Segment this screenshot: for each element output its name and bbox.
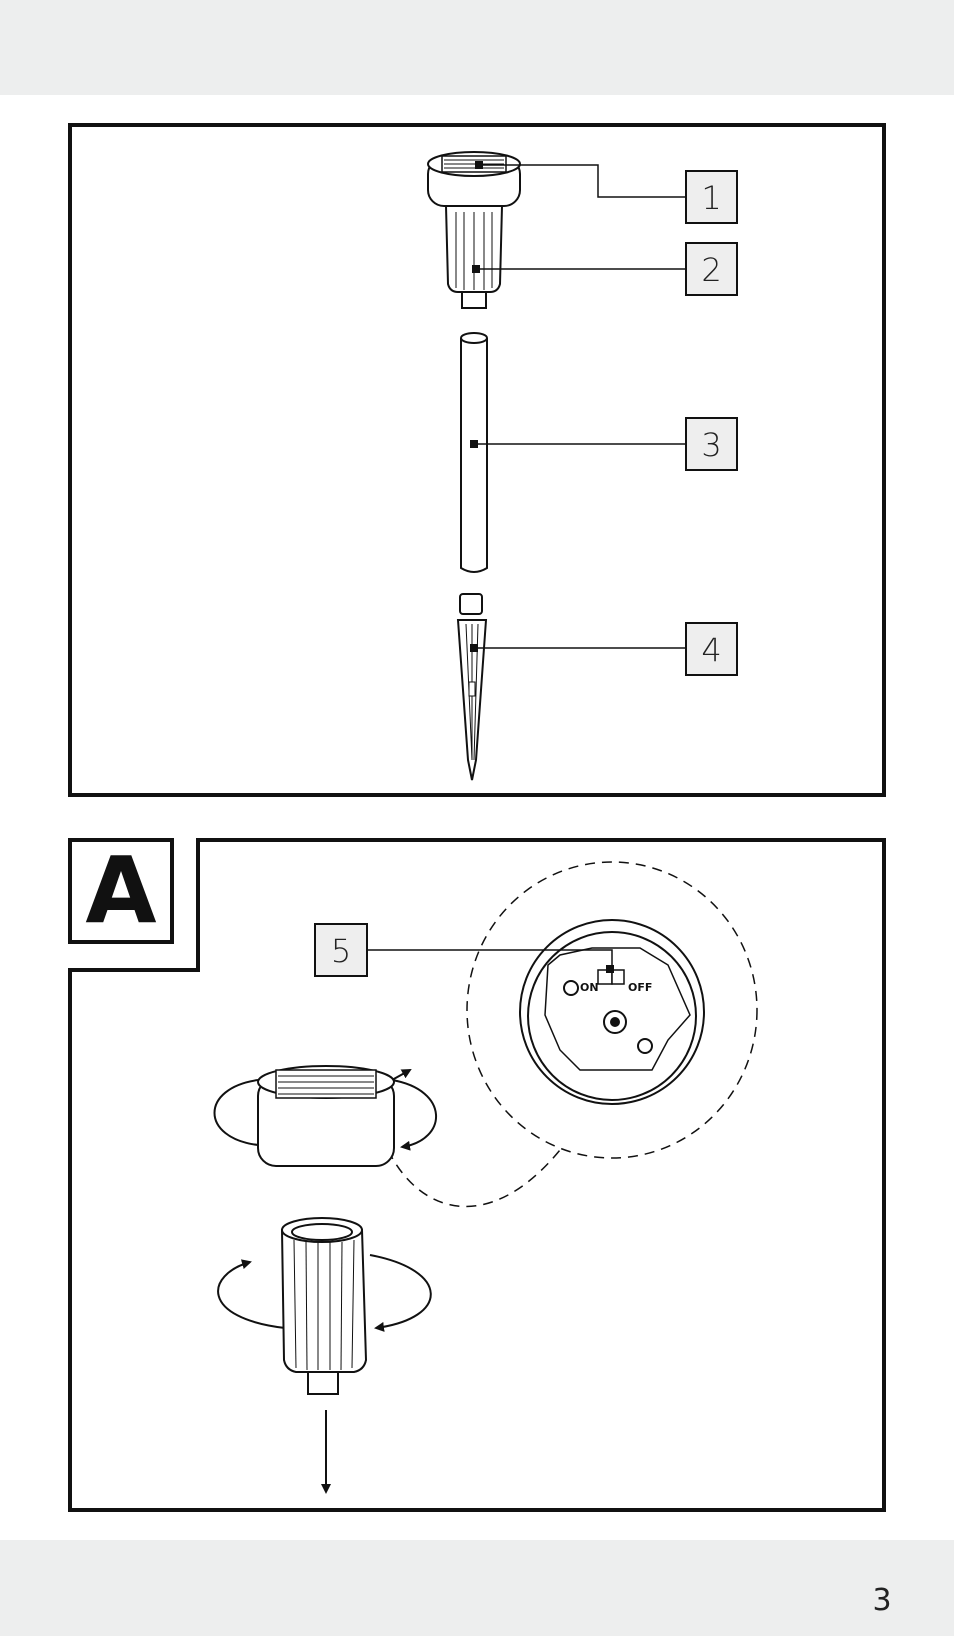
solar-head-illustration — [428, 152, 520, 206]
switch-on-label: ON — [580, 981, 599, 994]
leader-lines — [478, 165, 686, 648]
frame-panel-a — [70, 840, 884, 1510]
callout-4: 4 — [686, 623, 737, 675]
callout-2: 2 — [686, 243, 737, 295]
callout-5-label: 5 — [331, 932, 351, 970]
tube-illustration — [461, 333, 487, 572]
housing-illustration — [446, 206, 502, 308]
callout-3: 3 — [686, 418, 737, 470]
figure-a: A ON OFF 5 — [70, 837, 884, 1510]
head-underside-illustration: ON OFF — [520, 920, 704, 1104]
stake-illustration — [458, 594, 486, 780]
page-number: 3 — [862, 1583, 902, 1618]
solar-head-rotate-illustration — [215, 1066, 437, 1166]
figure-parts-overview: 1 2 3 4 — [70, 125, 884, 795]
callout-3-label: 3 — [701, 426, 721, 464]
housing-rotate-illustration — [218, 1218, 431, 1492]
callout-4-label: 4 — [701, 631, 721, 669]
callout-1: 1 — [686, 171, 737, 223]
callout-2-label: 2 — [701, 251, 721, 289]
panel-letter: A — [85, 837, 156, 944]
callout-1-label: 1 — [701, 179, 721, 217]
switch-off-label: OFF — [628, 981, 652, 994]
